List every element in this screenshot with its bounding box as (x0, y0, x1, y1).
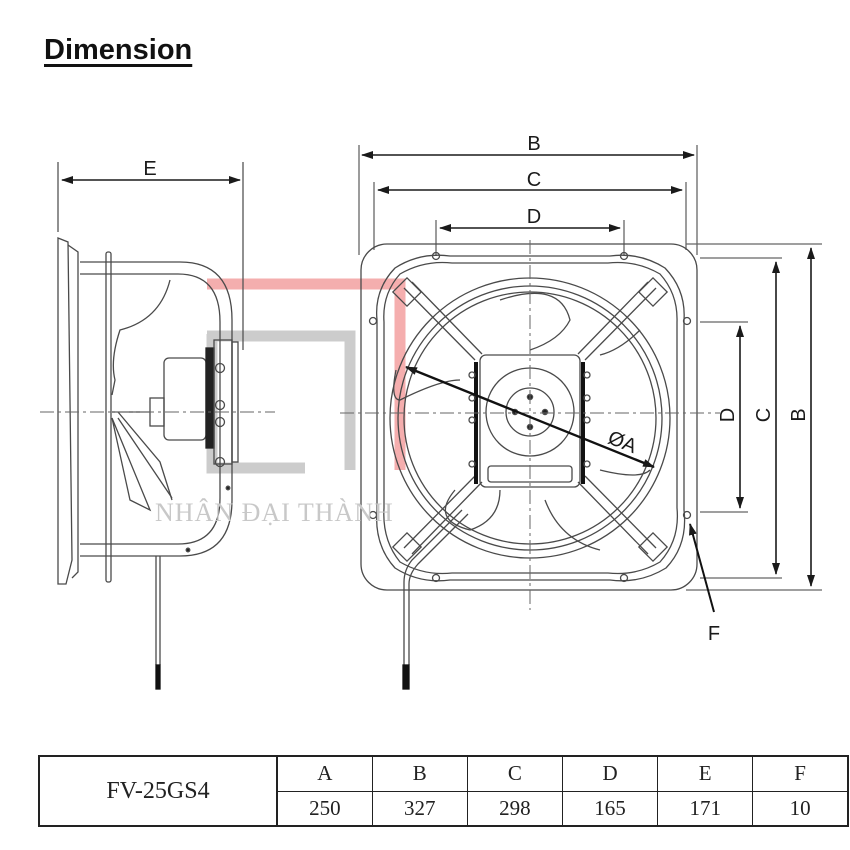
column-header-f: F (752, 755, 849, 792)
spec-table: FV-25GS4 A B C D E F 250 327 298 165 171… (38, 755, 849, 827)
column-header-a: A (276, 755, 373, 792)
dimension-label-e: E (143, 158, 156, 180)
spec-value-row: 250 327 298 165 171 10 (39, 790, 849, 827)
value-a: 250 (276, 790, 373, 827)
value-c: 298 (466, 790, 563, 827)
logo-watermark (206, 278, 406, 474)
column-header-c: C (466, 755, 563, 792)
dimension-label-c-right: C (753, 408, 775, 422)
watermark-text: NHÂN ĐẠI THÀNH (155, 498, 394, 527)
dimension-label-b-right: B (788, 408, 810, 421)
hole-label-f: F (708, 623, 720, 645)
column-header-d: D (561, 755, 659, 792)
value-e: 171 (657, 790, 754, 827)
diameter-label-a: ØA (605, 427, 641, 458)
column-header-e: E (657, 755, 754, 792)
dimension-label-d-right: D (717, 408, 739, 422)
value-b: 327 (371, 790, 468, 827)
dimension-label-b-top: B (527, 133, 540, 155)
column-header-b: B (371, 755, 468, 792)
value-d: 165 (561, 790, 659, 827)
dimension-label-d-top: D (527, 206, 541, 228)
page-title: Dimension (44, 34, 193, 66)
front-view (340, 145, 822, 690)
value-f: 10 (752, 790, 849, 827)
spec-header-row: FV-25GS4 A B C D E F (38, 755, 849, 827)
model-cell: FV-25GS4 (38, 755, 278, 827)
dimension-label-c-top: C (527, 169, 541, 191)
side-view (40, 162, 275, 690)
